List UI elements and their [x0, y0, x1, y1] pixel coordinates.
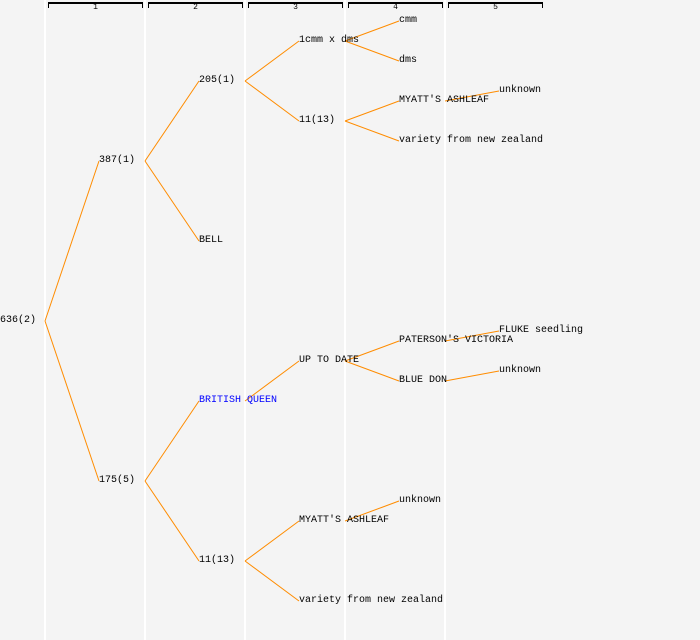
node-gen2[interactable]: 205(1)	[199, 75, 236, 86]
node-gen4[interactable]: variety from new zealand	[399, 135, 544, 146]
connector	[344, 360, 400, 382]
connector	[144, 400, 200, 482]
node-gen4[interactable]: BLUE DON	[399, 375, 448, 386]
generation-label: 3	[293, 3, 298, 12]
connector	[144, 80, 200, 162]
column-divider	[344, 0, 346, 640]
node-gen2-highlighted[interactable]: BRITISH QUEEN	[199, 395, 278, 406]
node-gen1-parent[interactable]: 175(5)	[99, 475, 136, 486]
connector	[444, 90, 500, 102]
node-gen1-parent[interactable]: 387(1)	[99, 155, 136, 166]
connector	[244, 520, 300, 562]
node-gen4[interactable]: MYATT'S ASHLEAF	[399, 95, 490, 106]
node-gen5[interactable]: unknown	[499, 85, 542, 96]
node-gen5[interactable]: unknown	[499, 365, 542, 376]
connector	[344, 100, 400, 122]
generation-label: 4	[393, 3, 398, 12]
connector	[344, 500, 400, 522]
connector	[44, 160, 100, 322]
generation-header-2: 2	[148, 2, 243, 12]
node-gen3[interactable]: MYATT'S ASHLEAF	[299, 515, 390, 526]
generation-header-1: 1	[48, 2, 143, 12]
node-gen4[interactable]: cmm	[399, 15, 418, 26]
connector	[444, 330, 500, 342]
node-gen4[interactable]: unknown	[399, 495, 442, 506]
generation-label: 2	[193, 3, 198, 12]
node-gen4[interactable]: dms	[399, 55, 418, 66]
connector	[144, 160, 200, 242]
node-gen5[interactable]: FLUKE seedling	[499, 325, 584, 336]
connector	[444, 370, 500, 382]
connector	[244, 360, 300, 402]
column-divider	[144, 0, 146, 640]
node-gen3[interactable]: 1cmm x dms	[299, 35, 360, 46]
connector	[244, 40, 300, 82]
node-root[interactable]: 636(2)	[0, 315, 37, 326]
generation-header-4: 4	[348, 2, 443, 12]
connector	[144, 480, 200, 562]
column-divider	[244, 0, 246, 640]
generation-header-5: 5	[448, 2, 543, 12]
connector	[344, 40, 400, 62]
generation-label: 5	[493, 3, 498, 12]
generation-label: 1	[93, 3, 98, 12]
generation-header-3: 3	[248, 2, 343, 12]
connector	[344, 340, 400, 362]
connector	[344, 20, 400, 42]
node-gen4[interactable]: PATERSON'S VICTORIA	[399, 335, 514, 346]
node-gen3[interactable]: 11(13)	[299, 115, 336, 126]
node-gen2[interactable]: BELL	[199, 235, 224, 246]
node-gen3[interactable]: UP TO DATE	[299, 355, 360, 366]
connector	[244, 80, 300, 122]
connector	[44, 320, 100, 482]
connector	[344, 120, 400, 142]
node-gen2[interactable]: 11(13)	[199, 555, 236, 566]
connector	[244, 560, 300, 602]
column-divider	[444, 0, 446, 640]
node-gen3[interactable]: variety from new zealand	[299, 595, 444, 606]
